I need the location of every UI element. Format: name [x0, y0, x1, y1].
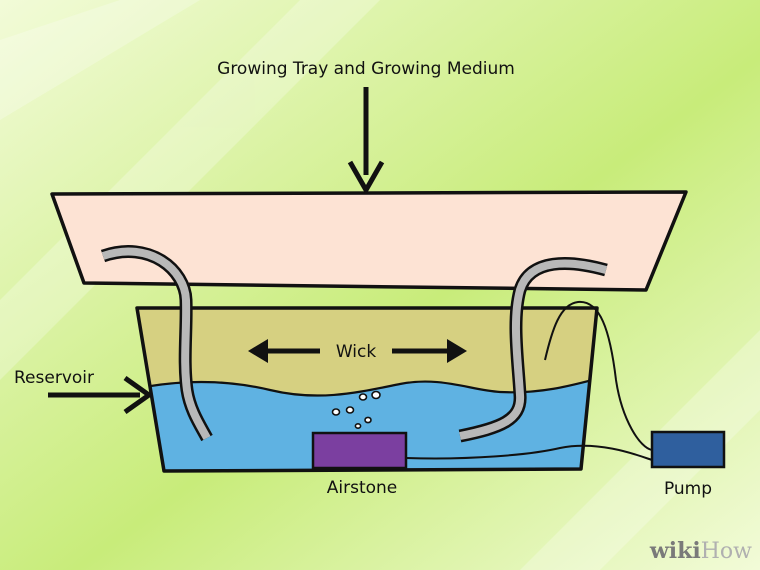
wick-right [458, 257, 608, 443]
watermark-prefix: wiki [649, 538, 701, 564]
reservoir-outline [135, 306, 599, 473]
air-tube [405, 444, 653, 461]
pump [650, 430, 726, 469]
wick-left [100, 245, 213, 442]
tray-arrow [347, 87, 385, 193]
label-pump: Pump [664, 479, 712, 499]
growing-tray [50, 190, 688, 292]
label-airstone: Airstone [327, 478, 398, 498]
label-wick: Wick [336, 342, 377, 362]
water [137, 378, 597, 471]
air-bubbles [331, 390, 381, 429]
pump-cord [544, 300, 653, 451]
water-surface-line [137, 376, 597, 397]
label-reservoir: Reservoir [14, 368, 94, 388]
wick-arrow-right [392, 339, 467, 363]
wikihow-watermark: wikiHow [649, 538, 752, 564]
wick-arrow-left [248, 339, 320, 363]
watermark-suffix: How [701, 539, 752, 564]
label-growing-tray: Growing Tray and Growing Medium [217, 59, 515, 79]
airstone [311, 431, 408, 470]
reservoir-arrow [48, 375, 152, 415]
